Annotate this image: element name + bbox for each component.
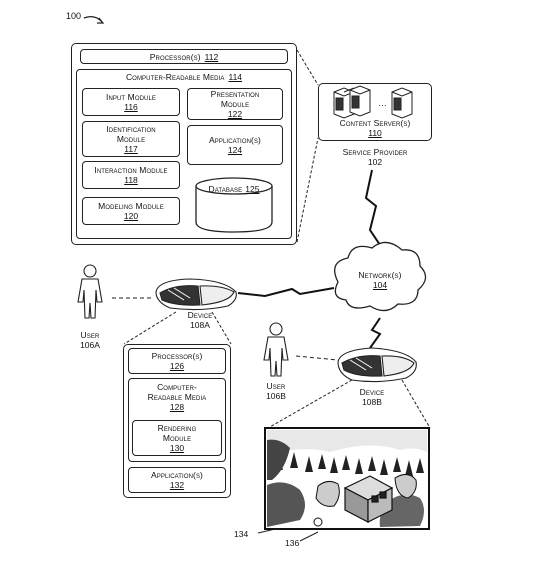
device-crm-num: 128 xyxy=(169,402,185,412)
rendering-module-box: Rendering Module 130 xyxy=(132,420,222,456)
network-text: Network(s) 104 xyxy=(340,270,420,290)
scene-ref-b: 136 xyxy=(285,538,300,548)
applications-num: 124 xyxy=(227,145,243,155)
modeling-module-num: 120 xyxy=(123,211,139,221)
input-module-label: Input Module xyxy=(105,92,156,102)
device-applications-box: Application(s) 132 xyxy=(128,467,226,493)
device-a-goggles xyxy=(155,278,237,311)
processor-box: Processor(s) 112 xyxy=(80,49,288,64)
device-applications-label: Application(s) xyxy=(151,470,203,480)
presentation-module-box: Presentation Module 122 xyxy=(187,88,283,120)
device-crm-label: Computer-Readable Media xyxy=(147,382,207,402)
rendering-module-num: 130 xyxy=(169,443,185,453)
user-a-text: User 106A xyxy=(70,330,110,350)
device-b-label: Device xyxy=(359,387,385,397)
presentation-module-num: 122 xyxy=(227,109,243,119)
content-servers-text: Content Server(s) 110 xyxy=(318,118,432,138)
rendering-module-label: Rendering Module xyxy=(157,423,197,443)
input-module-num: 116 xyxy=(124,102,138,112)
device-a-label: Device xyxy=(187,310,213,320)
device-b-text: Device 108B xyxy=(347,387,397,407)
device-b-num: 108B xyxy=(362,397,382,407)
user-figure-b xyxy=(263,322,289,377)
device-a-text: Device 108A xyxy=(175,310,225,330)
user-a-label: User xyxy=(80,330,100,340)
crm-num: 114 xyxy=(228,72,243,82)
crm-label: Computer-Readable Media xyxy=(125,72,225,82)
applications-label: Application(s) xyxy=(209,135,261,145)
processor-num: 112 xyxy=(204,51,219,62)
presentation-module-label: Presentation Module xyxy=(210,89,260,109)
device-applications-num: 132 xyxy=(169,480,185,490)
content-servers-label: Content Server(s) xyxy=(339,118,411,128)
database-label: Database xyxy=(208,184,243,194)
user-b-label: User xyxy=(266,381,286,391)
service-provider-label: Service Provider xyxy=(342,147,408,157)
identification-module-num: 117 xyxy=(124,144,138,154)
user-a-num: 106A xyxy=(80,340,100,350)
user-figure-a xyxy=(77,264,103,319)
device-a-num: 108A xyxy=(190,320,210,330)
interaction-module-label: Interaction Module xyxy=(94,165,168,175)
network-label: Network(s) xyxy=(358,270,402,280)
user-b-num: 106B xyxy=(266,391,286,401)
user-b-text: User 106B xyxy=(256,381,296,401)
identification-module-box: Identification Module 117 xyxy=(82,121,180,157)
figure-ref: 100 xyxy=(66,11,82,21)
network-cloud xyxy=(334,241,427,312)
identification-module-label: Identification Module xyxy=(106,124,156,144)
device-processor-box: Processor(s) 126 xyxy=(128,348,226,374)
database-num: 125 xyxy=(245,184,260,194)
interaction-module-num: 118 xyxy=(124,175,138,185)
device-processor-label: Processor(s) xyxy=(151,351,203,361)
modeling-module-label: Modeling Module xyxy=(98,201,164,211)
service-provider-num: 102 xyxy=(367,157,383,167)
applications-box: Application(s) 124 xyxy=(187,125,283,165)
input-module-box: Input Module 116 xyxy=(82,88,180,116)
service-provider-text: Service Provider 102 xyxy=(318,147,432,167)
device-processor-num: 126 xyxy=(169,361,185,371)
modeling-module-box: Modeling Module 120 xyxy=(82,197,180,225)
network-num: 104 xyxy=(372,280,388,290)
content-servers-num: 110 xyxy=(368,128,382,138)
interaction-module-box: Interaction Module 118 xyxy=(82,161,180,189)
scene-ref-a: 134 xyxy=(234,529,249,539)
database-text: Database 125 xyxy=(196,184,272,194)
processor-label: Processor(s) xyxy=(149,51,201,62)
device-b-goggles xyxy=(337,347,417,383)
